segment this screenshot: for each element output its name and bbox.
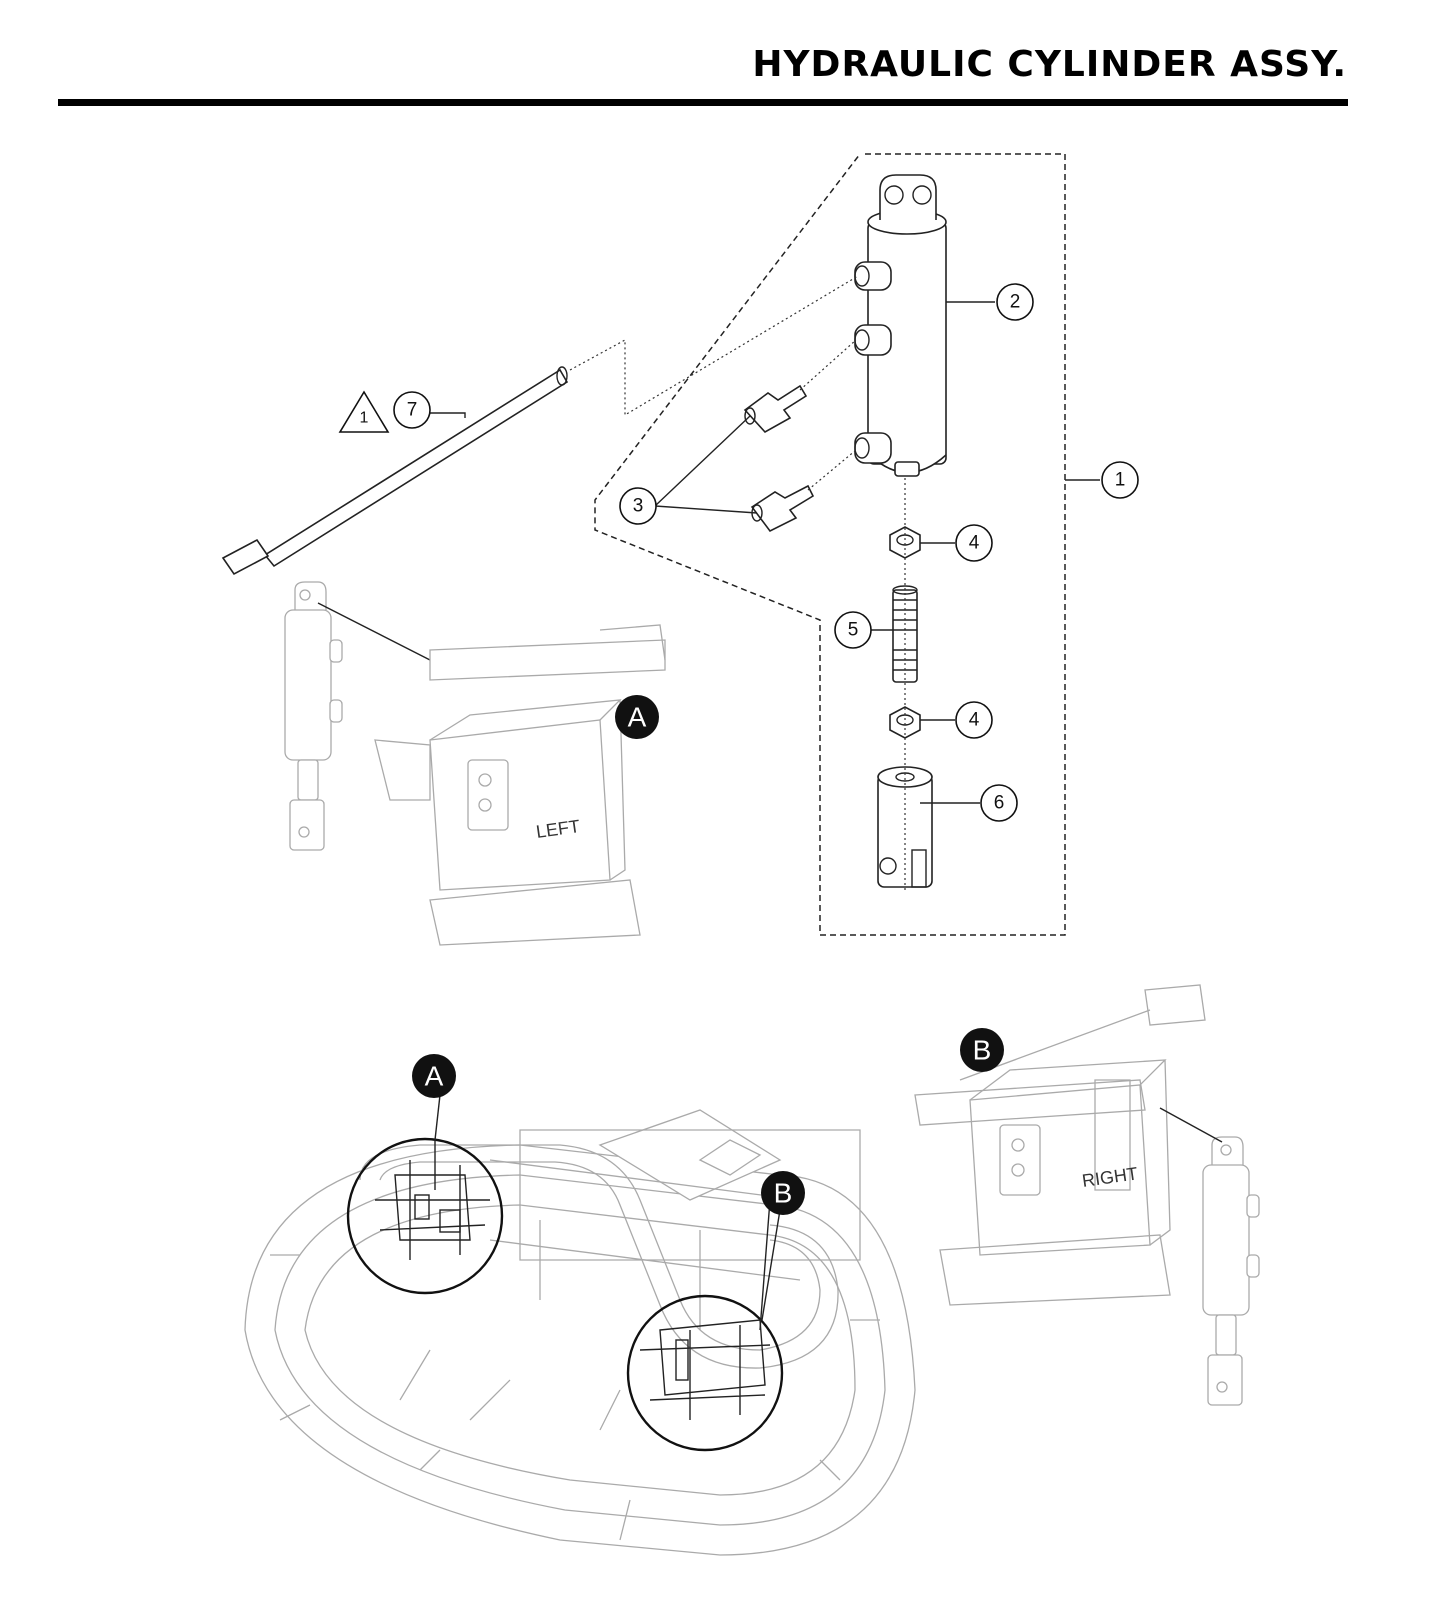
svg-text:A: A	[425, 1061, 444, 1092]
svg-text:2: 2	[1010, 292, 1021, 313]
detail-b-bottom-marker: B	[761, 1171, 805, 1215]
callout-3: 3	[619, 487, 657, 525]
detail-b-right-marker: B	[960, 1028, 1004, 1072]
machine-overview	[244, 1109, 916, 1556]
leader-a	[434, 1094, 441, 1141]
right-cylinder	[1159, 1107, 1260, 1406]
left-gearbox: LEFT	[374, 624, 666, 946]
svg-text:4: 4	[969, 533, 980, 554]
callout-4-upper: 4	[955, 524, 993, 562]
svg-text:1: 1	[360, 410, 369, 427]
callout-1: 1	[1101, 461, 1139, 499]
detail-a-bottom-marker: A	[412, 1054, 456, 1098]
right-gearbox: RIGHT	[914, 984, 1206, 1306]
svg-text:5: 5	[848, 620, 859, 641]
callout-6: 6	[980, 784, 1018, 822]
svg-text:7: 7	[407, 400, 418, 421]
callout-2: 2	[996, 283, 1034, 321]
callout-7: 7	[393, 391, 431, 429]
svg-text:6: 6	[994, 793, 1005, 814]
svg-text:3: 3	[633, 496, 644, 517]
callout-4-lower: 4	[955, 701, 993, 739]
page-title: HYDRAULIC CYLINDER ASSY.	[752, 44, 1347, 85]
callout-5: 5	[834, 611, 872, 649]
note-triangle: 1	[338, 390, 390, 433]
zoom-circle-b	[626, 1199, 784, 1452]
svg-text:1: 1	[1115, 470, 1126, 491]
svg-text:4: 4	[969, 710, 980, 731]
svg-text:B: B	[973, 1035, 992, 1066]
left-cylinder	[284, 581, 431, 851]
svg-text:B: B	[774, 1178, 793, 1209]
fitting-upper	[743, 384, 808, 434]
cylinder-body	[854, 174, 947, 477]
hose-assembly	[221, 275, 859, 576]
svg-text:A: A	[628, 702, 647, 733]
title-rule	[58, 99, 1348, 106]
fitting-lower	[750, 484, 815, 533]
zoom-circle-a	[346, 1137, 504, 1295]
detail-a-top-marker: A	[615, 695, 659, 739]
leader-b	[761, 1209, 781, 1321]
assembly-boundary	[594, 153, 1066, 936]
clevis	[877, 766, 933, 888]
